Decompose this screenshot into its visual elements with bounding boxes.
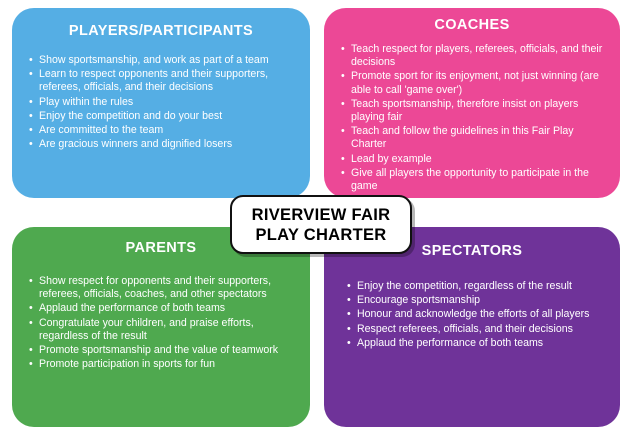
list-item: Encourage sportsmanship bbox=[347, 294, 608, 307]
list-item: Learn to respect opponents and their sup… bbox=[29, 68, 296, 94]
charter-title-badge: RIVERVIEW FAIR PLAY CHARTER bbox=[230, 195, 412, 254]
list-item: Applaud the performance of both teams bbox=[347, 337, 608, 350]
panel-spectators: SPECTATORS Enjoy the competition, regard… bbox=[324, 227, 620, 427]
charter-title-line-2: PLAY CHARTER bbox=[255, 225, 387, 244]
panel-coaches: COACHES Teach respect for players, refer… bbox=[324, 8, 620, 198]
panel-coaches-list: Teach respect for players, referees, off… bbox=[324, 43, 620, 193]
list-item: Enjoy the competition, regardless of the… bbox=[347, 280, 608, 293]
list-item: Enjoy the competition and do your best bbox=[29, 110, 296, 123]
list-item: Lead by example bbox=[341, 153, 608, 166]
list-item: Promote sport for its enjoyment, not jus… bbox=[341, 70, 608, 96]
panel-coaches-title: COACHES bbox=[434, 17, 510, 33]
list-item: Congratulate your children, and praise e… bbox=[29, 317, 298, 343]
list-item: Show respect for opponents and their sup… bbox=[29, 275, 298, 301]
panel-parents: PARENTS Show respect for opponents and t… bbox=[12, 227, 310, 427]
panel-players-list: Show sportsmanship, and work as part of … bbox=[12, 54, 310, 152]
list-item: Respect referees, officials, and their d… bbox=[347, 323, 608, 336]
list-item: Applaud the performance of both teams bbox=[29, 302, 298, 315]
panel-parents-title: PARENTS bbox=[125, 240, 197, 256]
list-item: Teach and follow the guidelines in this … bbox=[341, 125, 608, 151]
panel-players-title: PLAYERS/PARTICIPANTS bbox=[68, 23, 254, 39]
list-item: Promote sportsmanship and the value of t… bbox=[29, 344, 298, 357]
list-item: Are committed to the team bbox=[29, 124, 296, 137]
panel-spectators-title: SPECTATORS bbox=[421, 243, 523, 259]
list-item: Teach respect for players, referees, off… bbox=[341, 43, 608, 69]
panel-parents-list: Show respect for opponents and their sup… bbox=[12, 275, 310, 372]
charter-title-line-1: RIVERVIEW FAIR bbox=[251, 205, 391, 224]
list-item: Show sportsmanship, and work as part of … bbox=[29, 54, 296, 67]
list-item: Give all players the opportunity to part… bbox=[341, 167, 608, 193]
list-item: Play within the rules bbox=[29, 96, 296, 109]
list-item: Are gracious winners and dignified loser… bbox=[29, 138, 296, 151]
panel-spectators-list: Enjoy the competition, regardless of the… bbox=[324, 280, 620, 350]
list-item: Teach sportsmanship, therefore insist on… bbox=[341, 98, 608, 124]
panel-players-participants: PLAYERS/PARTICIPANTS Show sportsmanship,… bbox=[12, 8, 310, 198]
list-item: Promote participation in sports for fun bbox=[29, 358, 298, 371]
list-item: Honour and acknowledge the efforts of al… bbox=[347, 308, 608, 321]
